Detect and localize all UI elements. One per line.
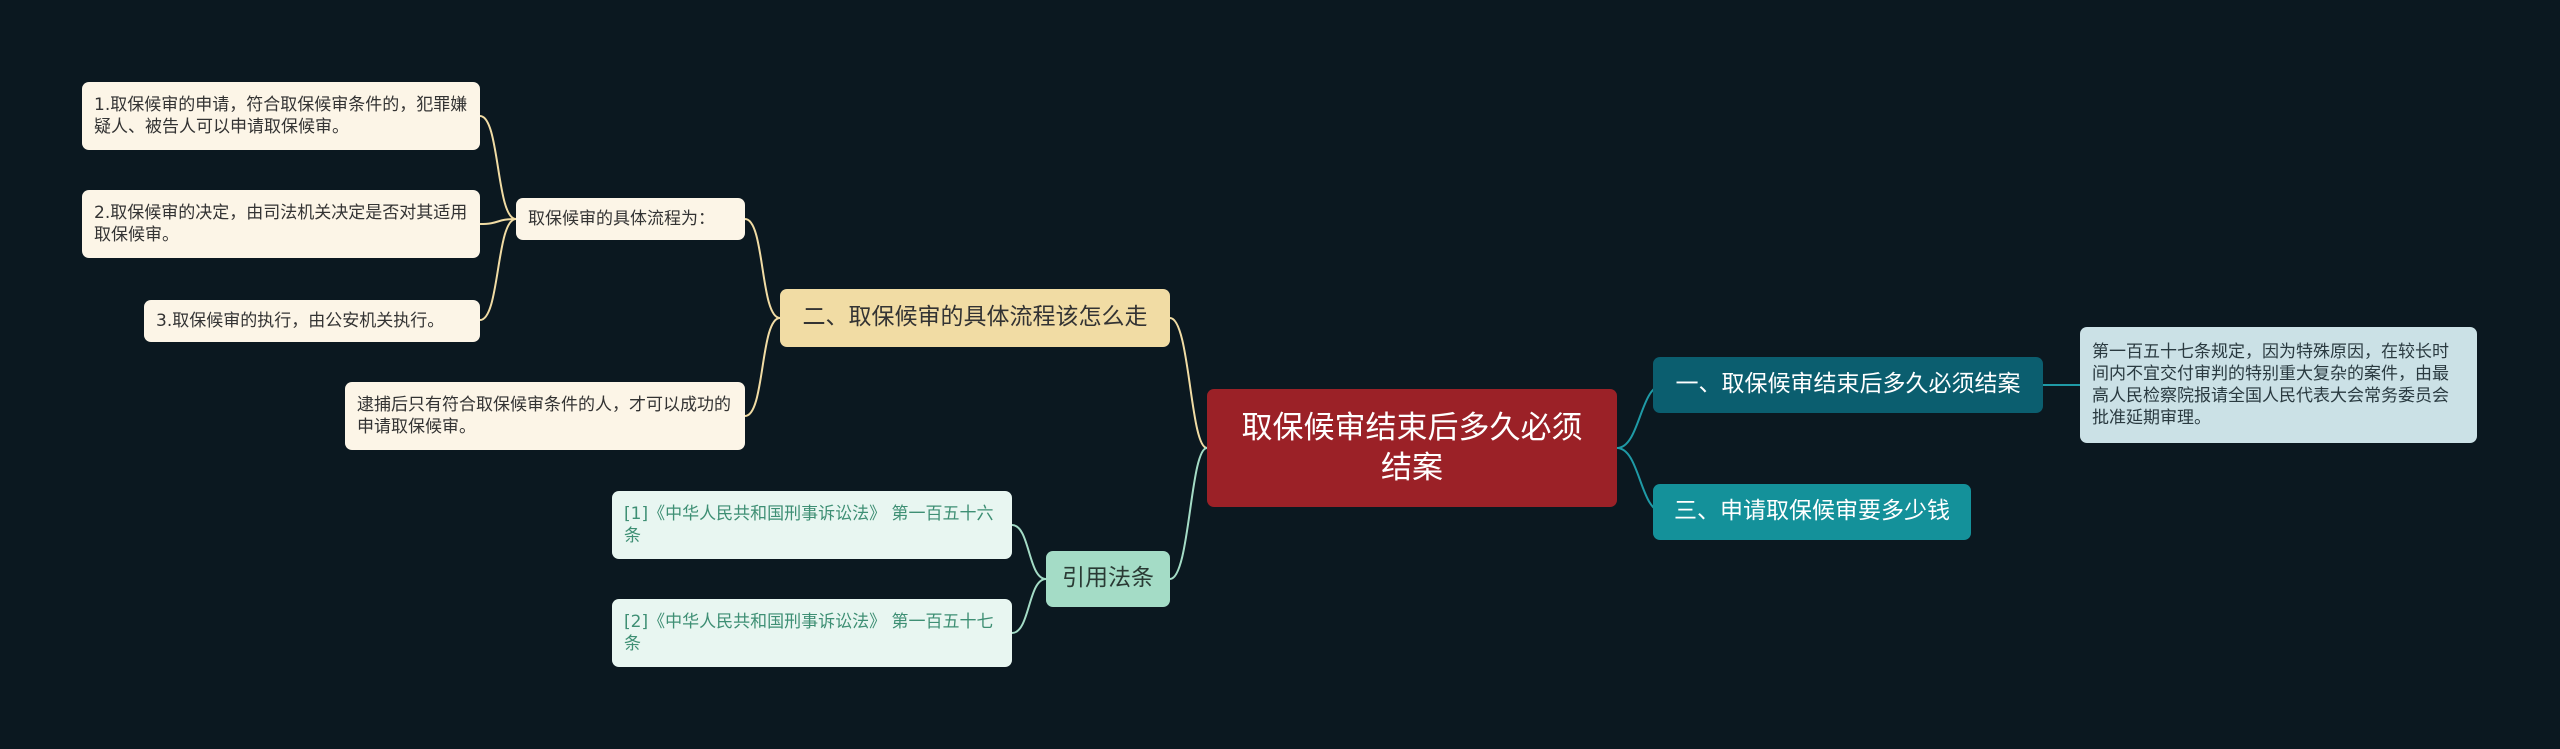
link-root-laws <box>1169 447 1208 580</box>
process-step-1[interactable]: 1.取保候审的申请，符合取保候审条件的，犯罪嫌疑人、被告人可以申请取保候审。 <box>82 82 480 150</box>
law-item-1-text: [1]《中华人民共和国刑事诉讼法》 第一百五十六条 <box>624 503 994 546</box>
link-laws-item2 <box>1011 578 1047 634</box>
branch-process-label: 二、取保候审的具体流程该怎么走 <box>802 304 1148 331</box>
process-step-3-text: 3.取保候审的执行，由公安机关执行。 <box>156 310 445 331</box>
process-step-2[interactable]: 2.取保候审的决定，由司法机关决定是否对其适用取保候审。 <box>82 190 480 258</box>
branch-topic2-label: 三、申请取保候审要多少钱 <box>1674 498 1950 525</box>
link-root-process <box>1169 317 1208 449</box>
process-step-2-text: 2.取保候审的决定，由司法机关决定是否对其适用取保候审。 <box>94 202 468 245</box>
link-sub-step1 <box>479 115 517 220</box>
root-topic-label: 取保候审结束后多久必须结案 <box>1241 409 1583 486</box>
branch-laws[interactable]: 引用法条 <box>1046 551 1170 607</box>
process-sub-heading-label: 取保候审的具体流程为： <box>528 208 715 229</box>
branch-topic1[interactable]: 一、取保候审结束后多久必须结案 <box>1653 357 2043 413</box>
topic1-detail[interactable]: 第一百五十七条规定，因为特殊原因，在较长时间内不宜交付审判的特别重大复杂的案件，… <box>2080 327 2477 443</box>
branch-topic2[interactable]: 三、申请取保候审要多少钱 <box>1653 484 1971 540</box>
branch-process[interactable]: 二、取保候审的具体流程该怎么走 <box>780 289 1170 347</box>
process-note-text: 逮捕后只有符合取保候审条件的人，才可以成功的申请取保候审。 <box>357 394 731 437</box>
link-laws-item1 <box>1011 524 1047 580</box>
link-process-sub <box>744 218 781 319</box>
root-topic[interactable]: 取保候审结束后多久必须结案 <box>1207 389 1617 507</box>
link-sub-step3 <box>479 218 517 321</box>
law-item-2[interactable]: [2]《中华人民共和国刑事诉讼法》 第一百五十七条 <box>612 599 1012 667</box>
process-sub-heading[interactable]: 取保候审的具体流程为： <box>516 198 745 240</box>
process-step-3[interactable]: 3.取保候审的执行，由公安机关执行。 <box>144 300 480 342</box>
link-process-note <box>744 317 781 417</box>
process-step-1-text: 1.取保候审的申请，符合取保候审条件的，犯罪嫌疑人、被告人可以申请取保候审。 <box>94 94 468 137</box>
law-item-2-text: [2]《中华人民共和国刑事诉讼法》 第一百五十七条 <box>624 611 994 654</box>
branch-laws-label: 引用法条 <box>1062 565 1154 592</box>
law-item-1[interactable]: [1]《中华人民共和国刑事诉讼法》 第一百五十六条 <box>612 491 1012 559</box>
branch-topic1-label: 一、取保候审结束后多久必须结案 <box>1675 371 2021 398</box>
link-sub-step2 <box>479 218 517 225</box>
process-note[interactable]: 逮捕后只有符合取保候审条件的人，才可以成功的申请取保候审。 <box>345 382 745 450</box>
topic1-detail-text: 第一百五十七条规定，因为特殊原因，在较长时间内不宜交付审判的特别重大复杂的案件，… <box>2092 341 2449 429</box>
